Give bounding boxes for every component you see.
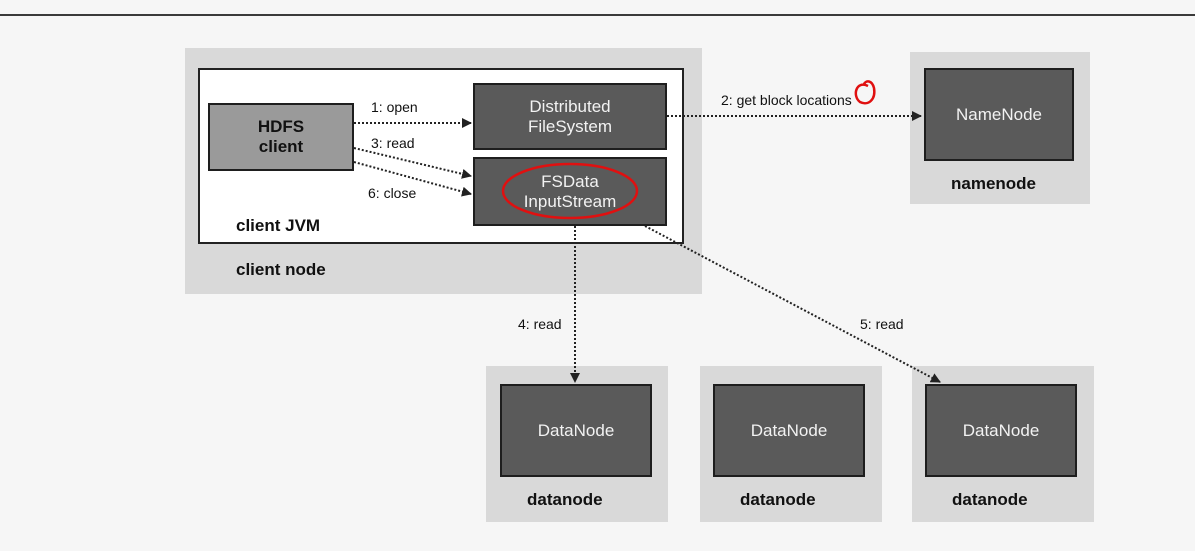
red-annotation-mark [854,80,876,105]
label-open: 1: open [371,99,418,115]
client-node-caption: client node [236,260,326,279]
label-read-5: 5: read [860,316,904,332]
hdfs-client-box: HDFS client [208,103,354,171]
namenode-box: NameNode [924,68,1074,161]
arrow-close [353,161,472,197]
label-read-4: 4: read [518,316,562,332]
label-close: 6: close [368,185,417,201]
fsdata-inputstream-box: FSData InputStream [473,157,667,226]
datanode-2-box: DataNode [713,384,865,477]
datanode-2-caption: datanode [740,490,816,509]
datanode-3-caption: datanode [952,490,1028,509]
client-jvm-caption: client JVM [236,216,321,235]
label-read-3: 3: read [371,135,415,151]
arrow-read-3 [353,147,472,179]
distributed-filesystem-box: Distributed FileSystem [473,83,667,150]
red-annotation-ellipse [501,162,639,220]
datanode-1-caption: datanode [527,490,603,509]
label-get-block-locations: 2: get block locations [721,92,852,108]
arrow-read-5 [644,225,941,383]
namenode-caption: namenode [951,174,1037,193]
datanode-3-box: DataNode [925,384,1077,477]
top-rule [0,14,1195,16]
datanode-1-box: DataNode [500,384,652,477]
